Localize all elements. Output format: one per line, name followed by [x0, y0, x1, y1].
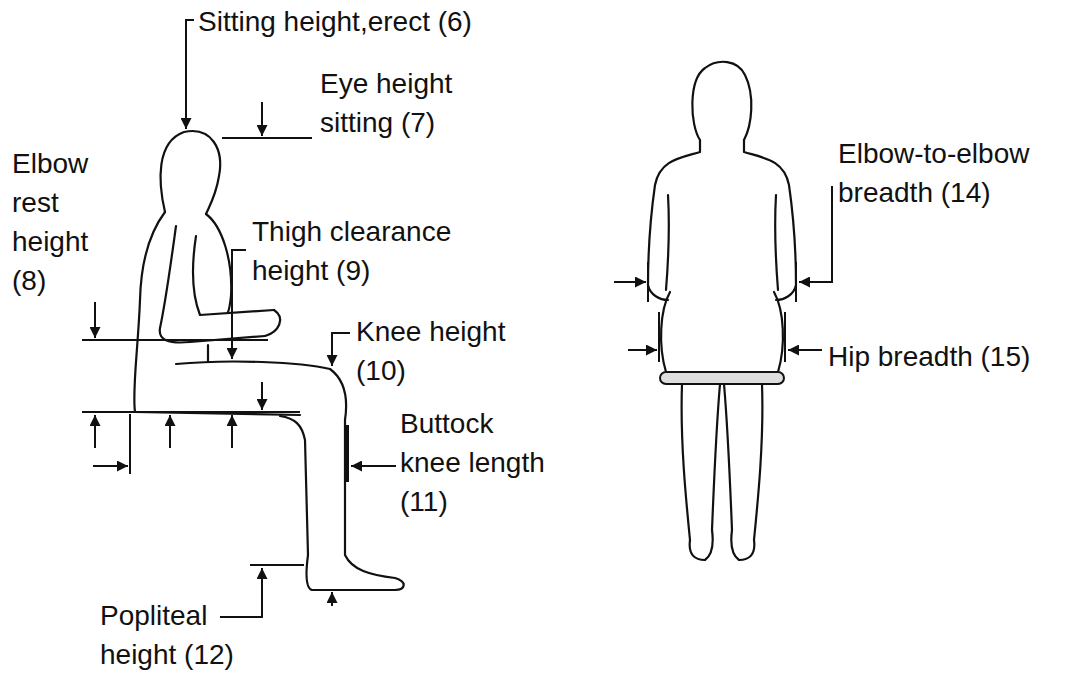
thigh-arrow [261, 382, 263, 410]
eye-height-arrow [261, 102, 263, 136]
buttock-line [129, 414, 131, 474]
elbow-rest-line [82, 339, 268, 341]
dimension-label: Thigh clearance height (9) [252, 212, 484, 290]
dimension-label: Eye height sitting (7) [320, 64, 510, 142]
seat-arrow [231, 415, 233, 448]
dimension-label: Popliteal height (12) [100, 596, 270, 674]
hip-arrow [788, 349, 822, 351]
left-shoulder-arm [648, 140, 700, 300]
head-outline [161, 131, 221, 214]
chest-outline [206, 214, 231, 312]
hip-mark [784, 312, 786, 362]
dimension-label: Elbow rest height (8) [12, 144, 110, 300]
elbow-mark [795, 262, 797, 302]
elbow-breadth-leader [799, 186, 832, 282]
popliteal-leader [220, 568, 262, 617]
hip-outline [661, 292, 670, 372]
seat-reference-line [82, 411, 300, 413]
right-shoulder-arm [744, 140, 796, 300]
rear-view-figure [648, 62, 796, 560]
thigh-clearance-leader [232, 250, 246, 359]
knee-arrow [351, 465, 396, 467]
thigh-mark [207, 345, 209, 362]
knee-front-mark [345, 425, 349, 482]
elbow-rest-arrow [94, 302, 96, 338]
inner-arm [666, 195, 669, 290]
hip-mark [658, 312, 660, 362]
dimension-label: Buttock knee length (11) [400, 404, 550, 521]
right-leg [724, 384, 762, 560]
head-outline [692, 62, 751, 140]
elbow-arrow [614, 281, 646, 283]
back-outline [134, 212, 165, 412]
rear-view-dimensions [614, 186, 832, 362]
dimension-label: Sitting height,erect (6) [198, 2, 472, 41]
dimension-label: Knee height (10) [356, 312, 532, 390]
upper-arm-back [160, 226, 265, 342]
knee-height-leader [332, 333, 350, 366]
seat [660, 372, 784, 384]
eye-level-line [222, 137, 312, 139]
hip-outline [774, 292, 783, 372]
seat-arrow [169, 415, 171, 448]
left-leg [682, 384, 720, 560]
hand [265, 310, 280, 336]
inner-arm [775, 195, 778, 290]
dimension-label: Hip breadth (15) [828, 337, 1030, 376]
leg-front [280, 416, 404, 590]
hip-arrow [628, 349, 657, 351]
buttock-arrow [93, 465, 128, 467]
popliteal-line [250, 564, 304, 566]
dimension-label: Elbow-to-elbow breadth (14) [838, 134, 1054, 212]
sitting-height-leader [186, 20, 194, 129]
sole-arrow [331, 592, 333, 606]
seat-arrow [94, 415, 96, 448]
elbow-mark [647, 262, 649, 302]
